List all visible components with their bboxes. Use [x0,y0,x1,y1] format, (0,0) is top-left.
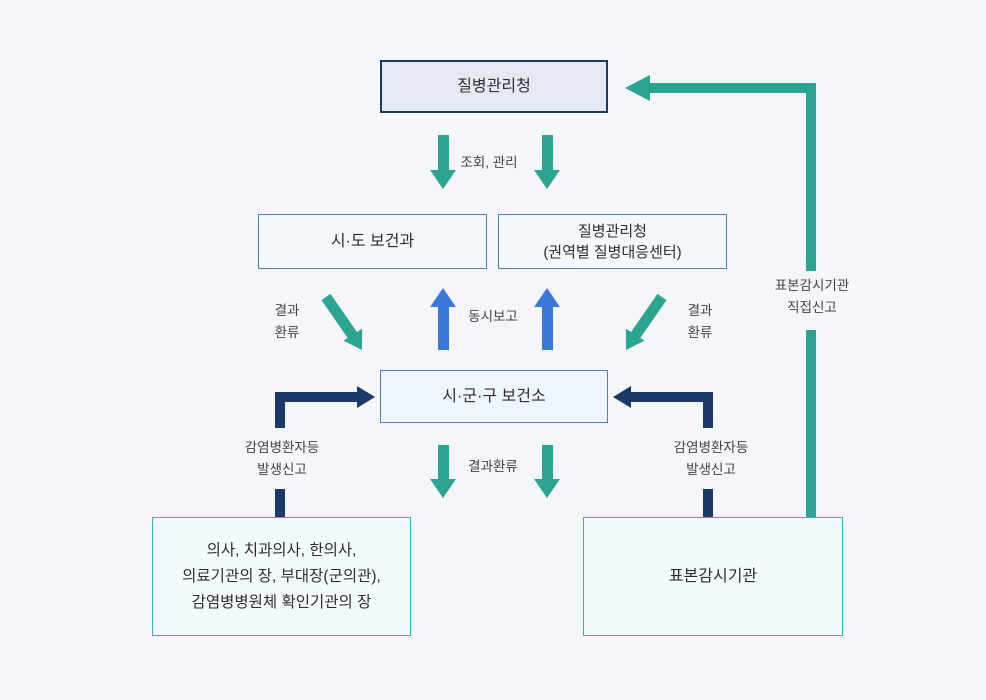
arrow-down-teal-center-right [534,445,560,498]
node-kdca-regional-center: 질병관리청 (권역별 질병대응센터) [498,214,727,269]
arrow-elbow-navy-right [613,386,713,518]
node-doctors-reporters: 의사, 치과의사, 한의사, 의료기관의 장, 부대장(군의관), 감염병병원체… [152,517,411,636]
label-direct-report-line1: 표본감시기관 [774,278,850,293]
label-direct-report: 표본감시기관 직접신고 [775,275,850,319]
arrow-up-blue-left [430,288,456,350]
node-doctors-line3: 감염병병원체 확인기관의 장 [191,593,372,611]
node-sentinel-institution: 표본감시기관 [583,517,843,636]
label-inquiry-manage: 조회, 관리 [460,155,518,170]
node-sido-health-division: 시·도 보건과 [258,214,487,269]
node-kdca: 질병관리청 [380,60,608,113]
arrow-down-teal-center-left [430,445,456,498]
label-case-report-right-line1: 감염병환자등 [673,440,749,455]
label-result-feedback-left-line2: 환류 [274,325,300,340]
node-doctors-line1: 의사, 치과의사, 한의사, [206,541,357,559]
label-simultaneous-report: 동시보고 [468,309,518,324]
node-sigungu-label: 시·군·구 보건소 [442,387,546,405]
arrow-diagonal-teal-right [625,293,667,350]
node-sentinel-label: 표본감시기관 [668,567,758,585]
label-case-report-right: 감염병환자등 발생신고 [674,437,749,481]
arrow-up-blue-right [534,288,560,350]
node-sido-label: 시·도 보건과 [330,232,415,250]
label-direct-report-line2: 직접신고 [787,300,837,315]
label-case-report-right-line2: 발생신고 [686,462,736,477]
node-kdca-label: 질병관리청 [457,77,531,95]
node-sigungu-health-center: 시·군·구 보건소 [380,370,608,423]
label-case-report-left: 감염병환자등 발생신고 [245,437,320,481]
label-case-report-left-line1: 감염병환자등 [244,440,320,455]
label-result-feedback-right: 결과 환류 [688,300,713,344]
label-result-feedback-left: 결과 환류 [275,300,300,344]
label-result-feedback-center: 결과환류 [468,459,518,474]
arrow-down-teal-left [430,135,456,189]
node-regional-label-line1: 질병관리청 [577,222,647,240]
label-result-feedback-right-line1: 결과 [687,303,713,318]
arrow-route-teal-direct-report [625,75,816,518]
label-result-feedback-right-line2: 환류 [687,325,713,340]
arrow-diagonal-teal-left [321,293,363,350]
node-doctors-line2: 의료기관의 장, 부대장(군의관), [182,567,381,585]
arrow-down-teal-right [534,135,560,189]
label-result-feedback-left-line1: 결과 [274,303,300,318]
arrow-elbow-navy-left [275,386,375,518]
label-case-report-left-line2: 발생신고 [257,462,307,477]
node-regional-label-line2: (권역별 질병대응센터) [543,243,682,261]
